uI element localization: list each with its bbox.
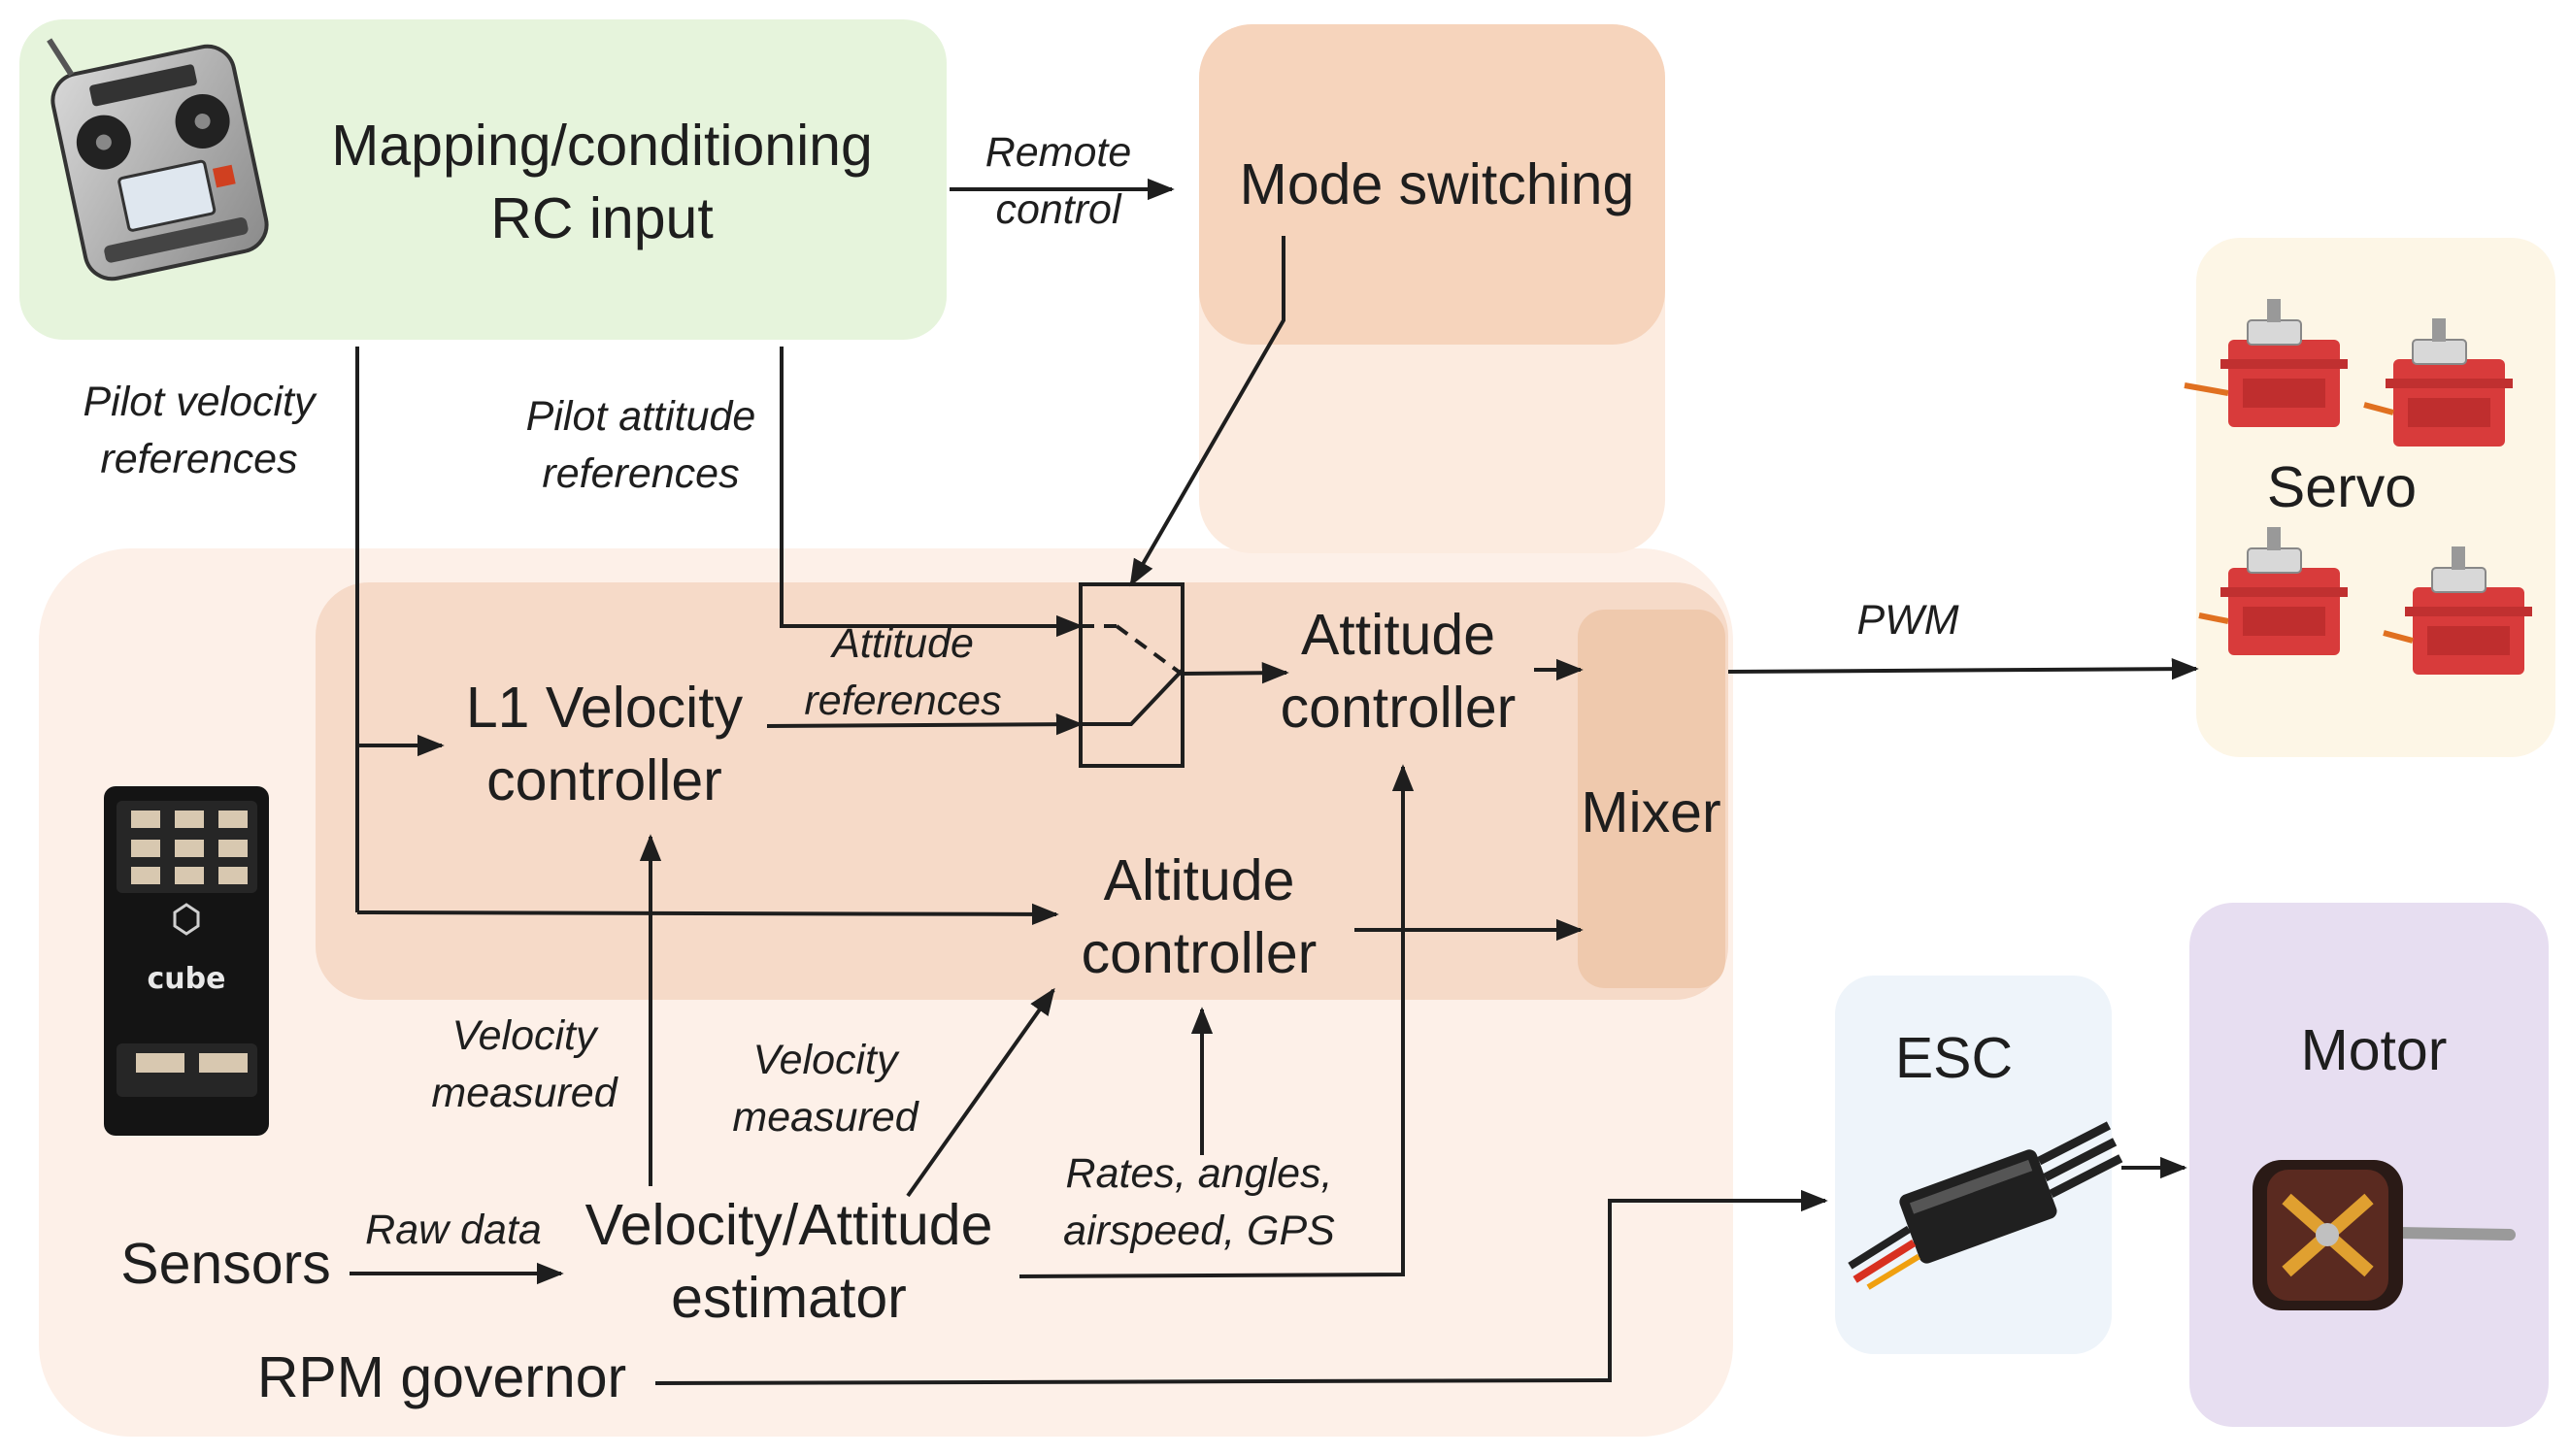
velocity-measured-label-2: Velocity measured [732,1037,918,1142]
pwm-arrow [1727,657,2199,680]
servo-icon [2184,299,2532,675]
rpm-governor-label: RPM governor [256,1345,627,1409]
attitude-references-label: Attitude references [804,620,1002,725]
mode-switching-label: Mode switching [1239,152,1635,216]
altitude-controller-label: Altitude controller [1081,848,1318,985]
attitude-controller-label: Attitude controller [1280,603,1517,740]
l1-velocity-controller-label: L1 Velocity controller [465,676,744,812]
pilot-attitude-references-label: Pilot attitude references [525,393,756,498]
esc-icon [1848,1121,2123,1290]
mode-switch-arrow [1129,236,1285,587]
servo-label: Servo [2266,455,2418,519]
mixer-box [1578,610,1725,988]
velocity-measured-to-altitude-arrow [906,987,1055,1198]
motor-icon [2253,1160,2516,1310]
cube-label: cube [148,962,226,996]
pilot-velocity-to-altitude-arrow [356,903,1059,926]
mode-switching-box [1199,24,1665,345]
remote-control-label: Remote control [985,129,1132,234]
motor-label: Motor [2300,1018,2448,1082]
estimator-to-attitude-arrow [1018,764,1415,1278]
mixer-label: Mixer [1581,780,1721,844]
flight-controller-icon [104,786,269,1136]
sensors-label: Sensors [120,1232,331,1296]
rc-input-label: Mapping/conditioning RC input [331,114,873,250]
pwm-label: PWM [1856,597,1959,644]
switch-to-attitude-arrow [1182,662,1289,684]
raw-data-label: Raw data [365,1207,542,1253]
pilot-attitude-arrow [780,347,1084,638]
mode-switch-box [1079,582,1185,768]
estimator-label: Velocity/Attitude estimator [584,1193,993,1330]
velocity-measured-label-1: Velocity measured [431,1012,617,1117]
switch-blade [1081,624,1185,677]
switch-pole [1081,668,1185,726]
pilot-velocity-references-label: Pilot velocity references [83,379,316,483]
attitude-references-arrow [766,712,1084,736]
esc-label: ESC [1894,1026,2014,1090]
rpm-governor-to-esc-arrow [654,1189,1828,1385]
rc-transmitter-icon [47,38,269,281]
rates-angles-airspeed-gps-label: Rates, angles, airspeed, GPS [1063,1150,1335,1255]
